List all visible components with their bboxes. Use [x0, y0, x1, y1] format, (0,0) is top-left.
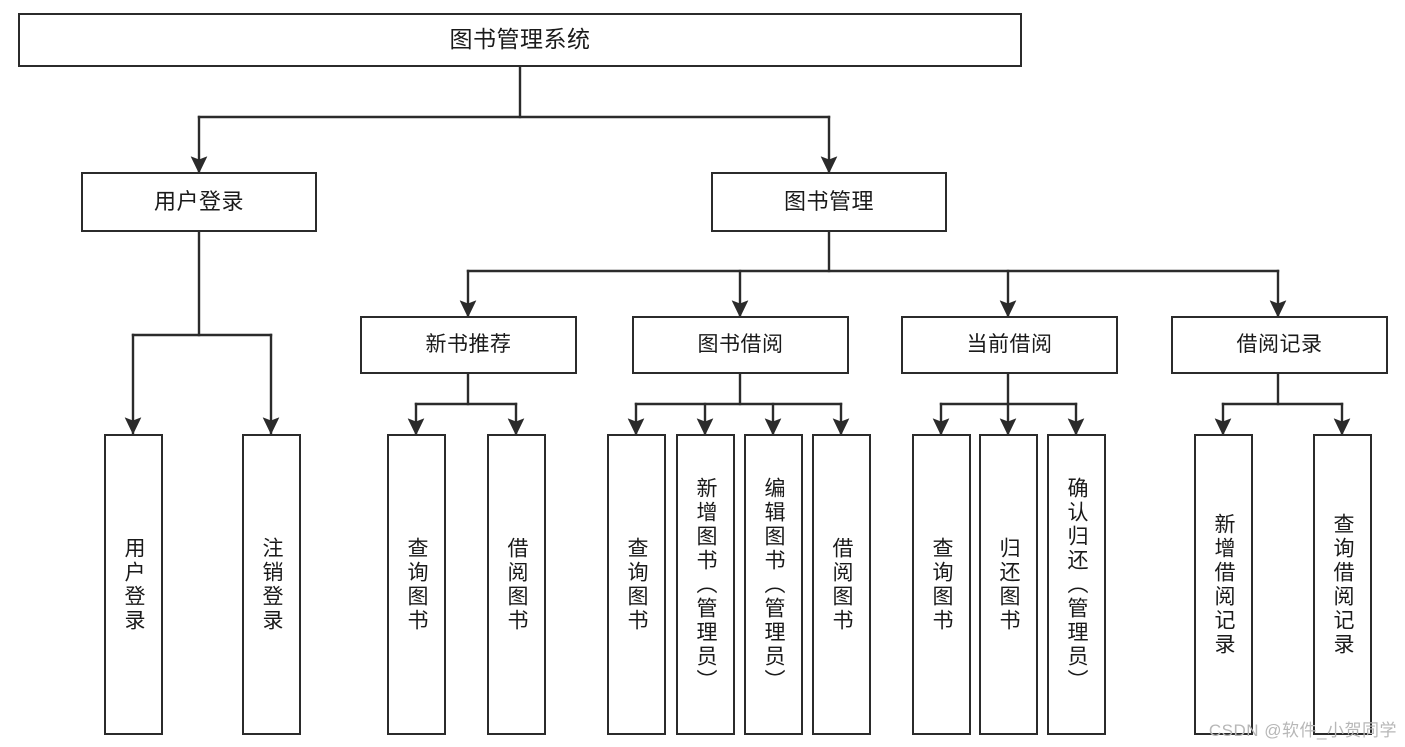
node-label: 新增借阅记录 — [1212, 512, 1235, 657]
node-user-login[interactable]: 用户登录 — [81, 172, 317, 232]
node-label: 当前借阅 — [966, 332, 1053, 356]
node-label: 注销登录 — [260, 536, 283, 633]
node-leaf-edit-book-admin[interactable]: 编辑图书（管理员） — [744, 434, 803, 735]
node-label: 查询图书 — [625, 536, 648, 633]
node-leaf-query-book-recommend[interactable]: 查询图书 — [387, 434, 446, 735]
node-label: 借阅图书 — [505, 536, 528, 633]
node-label: 用户登录 — [153, 189, 244, 215]
node-leaf-borrow-book[interactable]: 借阅图书 — [812, 434, 871, 735]
node-book-management[interactable]: 图书管理 — [711, 172, 947, 232]
node-leaf-confirm-return-admin[interactable]: 确认归还（管理员） — [1047, 434, 1106, 735]
node-label: 查询图书 — [405, 536, 428, 633]
node-label: 查询图书 — [930, 536, 953, 633]
node-borrow-records[interactable]: 借阅记录 — [1171, 316, 1388, 374]
node-leaf-logout[interactable]: 注销登录 — [242, 434, 301, 735]
node-leaf-add-borrow-record[interactable]: 新增借阅记录 — [1194, 434, 1253, 735]
node-label: 用户登录 — [122, 536, 145, 633]
node-label: 归还图书 — [997, 536, 1020, 633]
node-leaf-query-borrow-record[interactable]: 查询借阅记录 — [1313, 434, 1372, 735]
node-new-book-recommend[interactable]: 新书推荐 — [360, 316, 577, 374]
node-leaf-return-book[interactable]: 归还图书 — [979, 434, 1038, 735]
node-leaf-query-book-current[interactable]: 查询图书 — [912, 434, 971, 735]
node-label: 图书管理 — [783, 189, 874, 215]
node-label: 确认归还（管理员） — [1065, 476, 1088, 693]
node-label: 新增图书（管理员） — [694, 476, 717, 693]
node-label: 借阅图书 — [830, 536, 853, 633]
node-leaf-borrow-book-recommend[interactable]: 借阅图书 — [487, 434, 546, 735]
node-label: 图书借阅 — [697, 332, 784, 356]
node-leaf-query-book[interactable]: 查询图书 — [607, 434, 666, 735]
node-current-borrow[interactable]: 当前借阅 — [901, 316, 1118, 374]
node-leaf-add-book-admin[interactable]: 新增图书（管理员） — [676, 434, 735, 735]
node-label: 借阅记录 — [1236, 332, 1323, 356]
node-book-borrow[interactable]: 图书借阅 — [632, 316, 849, 374]
node-label: 查询借阅记录 — [1331, 512, 1354, 657]
node-label: 图书管理系统 — [449, 26, 591, 53]
node-label: 编辑图书（管理员） — [762, 476, 785, 693]
node-book-management-system[interactable]: 图书管理系统 — [18, 13, 1022, 67]
node-label: 新书推荐 — [425, 332, 512, 356]
node-leaf-user-login[interactable]: 用户登录 — [104, 434, 163, 735]
